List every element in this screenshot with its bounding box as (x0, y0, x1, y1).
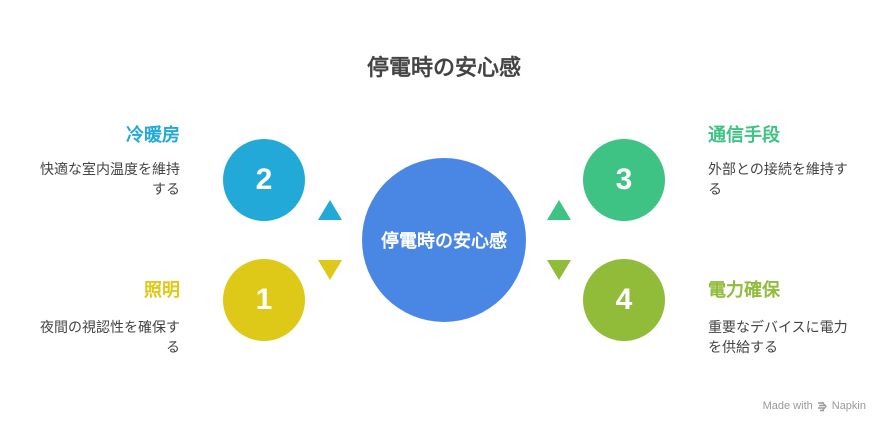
made-with-label: Made with (762, 400, 813, 412)
made-with-napkin-footer: Made with Napkin (763, 400, 866, 412)
center-label: 停電時の安心感 (381, 231, 507, 252)
item-2-number: 2 (255, 163, 273, 196)
item-4-circle: 4 (583, 259, 665, 341)
item-3-description: 外部との接続を維持する (708, 162, 848, 198)
item-1-circle: 1 (223, 259, 305, 341)
item-3-heading: 通信手段 (708, 125, 780, 146)
diagram-title: 停電時の安心感 (366, 56, 521, 81)
triangle-down-icon-left (318, 260, 342, 280)
item-3-number: 3 (615, 163, 633, 196)
item-2-heading: 冷暖房 (126, 125, 180, 146)
triangle-up-icon-left (318, 200, 342, 220)
triangle-up-icon-right (547, 200, 571, 220)
napkin-brand-label: Napkin (831, 400, 866, 412)
item-2-description: 快適な室内温度を維持する (40, 162, 180, 198)
center-circle: 停電時の安心感 (362, 158, 526, 322)
napkin-logo-icon (817, 401, 828, 412)
triangle-down-icon-right (547, 260, 571, 280)
item-3-circle: 3 (583, 139, 665, 221)
item-4-heading: 電力確保 (708, 280, 780, 301)
item-2-circle: 2 (223, 139, 305, 221)
item-4-number: 4 (615, 283, 633, 316)
item-1-number: 1 (255, 283, 273, 316)
item-4-description: 重要なデバイスに電力を供給する (708, 320, 848, 356)
item-1-heading: 照明 (144, 280, 180, 301)
item-1-description: 夜間の視認性を確保する (40, 320, 180, 356)
